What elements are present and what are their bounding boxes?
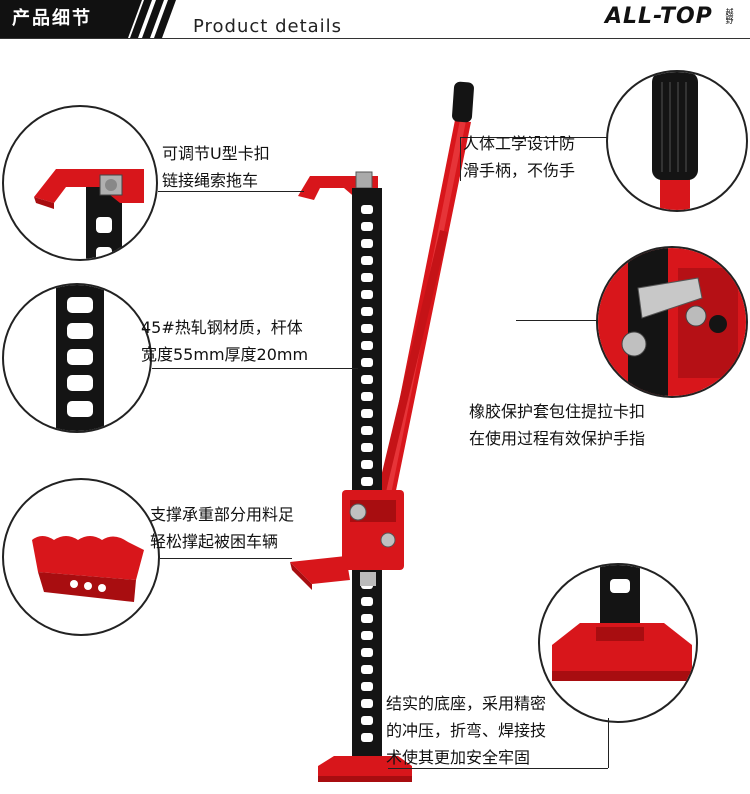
detail-circle-grip xyxy=(606,70,748,212)
leader-line-clamp xyxy=(158,191,304,192)
callout-steel-line-1: 45#热轧钢材质，杆体 xyxy=(141,318,303,337)
brand-logo: ALL-TOP xyxy=(605,4,713,29)
callout-base-line-3: 术使其更加安全牢固 xyxy=(386,748,531,767)
callout-base-line-1: 结实的底座，采用精密 xyxy=(386,694,547,713)
callout-rubber-line-1: 橡胶保护套包住提拉卡扣 xyxy=(469,402,646,421)
callout-rubber-line-2: 在使用过程有效保护手指 xyxy=(469,429,646,448)
leader-line-mechanism xyxy=(516,320,598,321)
header-divider xyxy=(0,38,750,39)
detail-circle-clamp xyxy=(2,105,158,261)
callout-base: 结实的底座，采用精密 的冲压，折弯、焊接技 术使其更加安全牢固 xyxy=(386,690,546,771)
detail-circle-steel-bar xyxy=(2,283,152,433)
leader-line-grip xyxy=(460,137,608,138)
callout-handle-line-1: 人体工学设计防 xyxy=(463,134,576,153)
callout-rubber: 橡胶保护套包住提拉卡扣 在使用过程有效保护手指 xyxy=(469,398,645,452)
detail-circle-foot xyxy=(2,478,160,636)
leader-line-grip-drop xyxy=(460,137,461,181)
callout-steel-line-2: 宽度55mm厚度20mm xyxy=(141,345,309,364)
callout-foot-line-1: 支撑承重部分用料足 xyxy=(150,505,295,524)
leader-line-foot xyxy=(160,558,292,559)
callout-handle: 人体工学设计防 滑手柄，不伤手 xyxy=(463,130,575,184)
callout-handle-line-2: 滑手柄，不伤手 xyxy=(463,161,576,180)
callout-clamp-line-2: 链接绳索拖车 xyxy=(162,171,259,190)
detail-circle-base xyxy=(538,563,698,723)
callout-foot: 支撑承重部分用料足 轻松撑起被困车辆 xyxy=(150,501,294,555)
leader-line-steel xyxy=(152,368,358,369)
header: 产品细节 Product details ALL-TOP 越野 xyxy=(0,0,750,42)
callout-foot-line-2: 轻松撑起被困车辆 xyxy=(150,532,279,551)
callout-clamp-line-1: 可调节U型卡扣 xyxy=(162,144,270,163)
stripes-decoration-icon xyxy=(128,0,176,38)
leader-line-base xyxy=(388,768,608,769)
lifting-foot-closeup-icon xyxy=(32,536,144,602)
steel-bar-closeup-icon xyxy=(56,285,104,431)
base-plate-closeup-icon xyxy=(552,565,692,681)
brand-mark: 越野 xyxy=(725,8,734,24)
section-tag: 产品细节 xyxy=(0,0,128,38)
climbing-mechanism-closeup-icon xyxy=(598,248,746,396)
leader-line-base-rise xyxy=(608,718,609,768)
handle-grip-closeup-icon xyxy=(652,72,698,210)
callout-base-line-2: 的冲压，折弯、焊接技 xyxy=(386,721,547,740)
callout-steel: 45#热轧钢材质，杆体 宽度55mm厚度20mm xyxy=(141,314,308,368)
detail-circle-mechanism xyxy=(596,246,748,398)
u-clamp-closeup-icon xyxy=(34,169,144,259)
section-subtitle: Product details xyxy=(193,16,343,37)
callout-clamp: 可调节U型卡扣 链接绳索拖车 xyxy=(162,140,270,194)
